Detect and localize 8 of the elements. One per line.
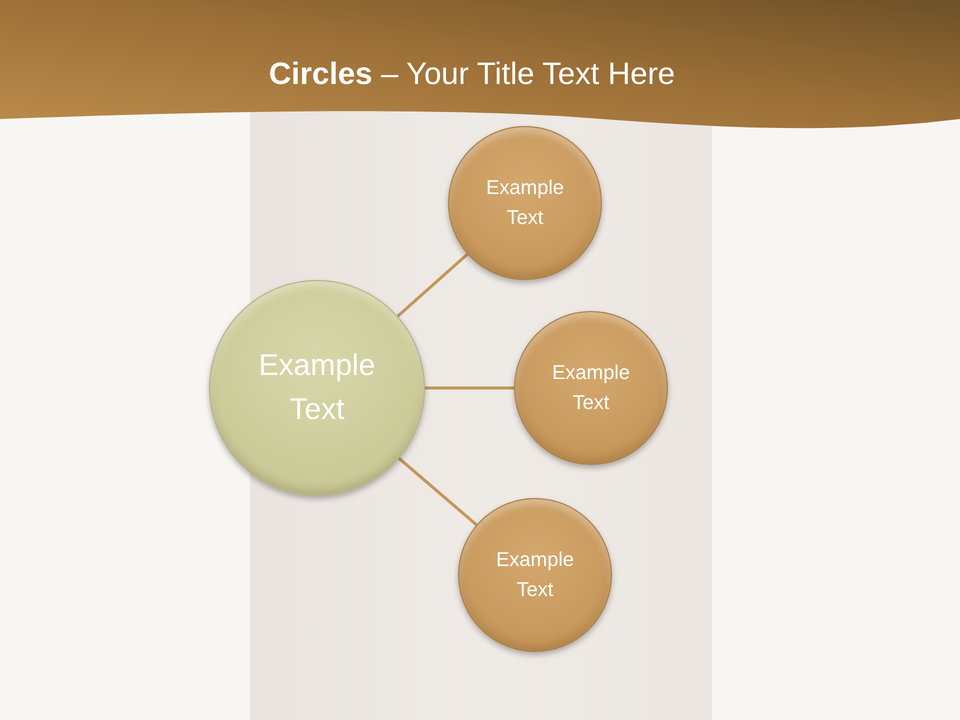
node-text: Example Text: [551, 361, 631, 416]
connector-line: [398, 457, 478, 526]
node-text: Example Text: [258, 348, 376, 428]
node-text: Example Text: [495, 548, 575, 603]
connector-line: [396, 253, 468, 318]
connector-line: [425, 386, 514, 390]
title: Circles – Your Title Text Here: [268, 55, 676, 93]
node-text: Example Text: [485, 176, 565, 231]
